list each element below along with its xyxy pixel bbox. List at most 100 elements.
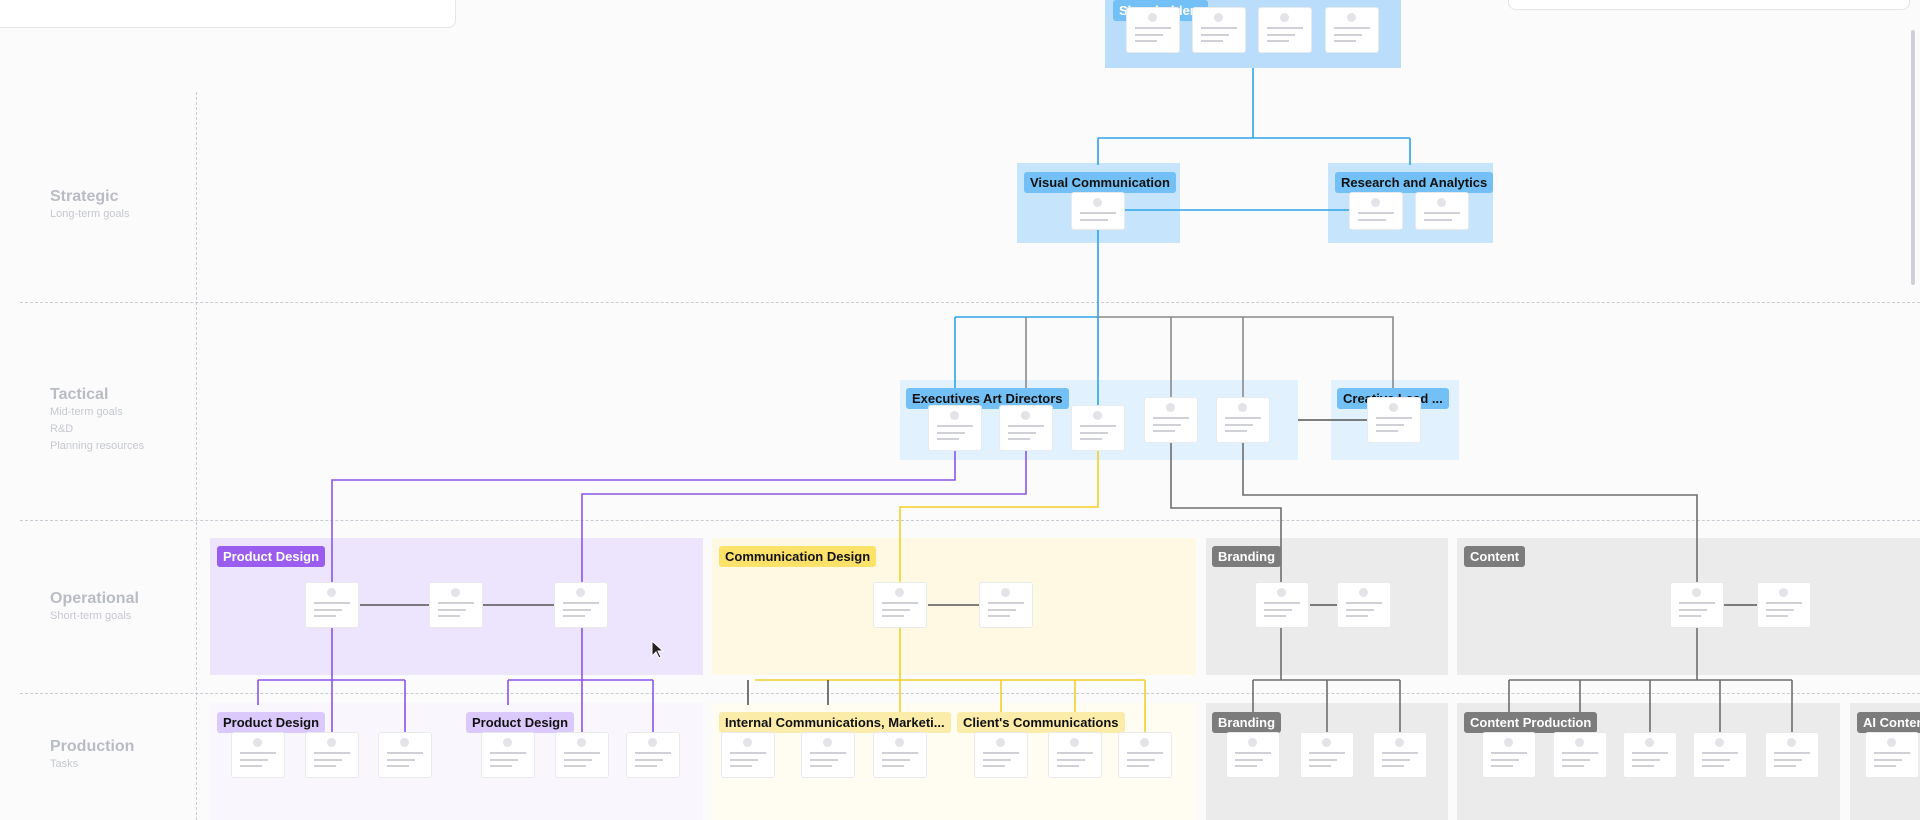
- person-card[interactable]: [1227, 733, 1279, 777]
- person-card[interactable]: [1217, 398, 1269, 442]
- person-card[interactable]: [722, 733, 774, 777]
- tag-clients-communications[interactable]: Client's Communications: [957, 712, 1125, 733]
- tag-executives[interactable]: Executives Art Directors: [906, 388, 1069, 409]
- level-production: Production Tasks: [50, 738, 134, 773]
- avatar-placeholder-icon: [1504, 738, 1513, 747]
- person-card[interactable]: [1483, 733, 1535, 777]
- person-card[interactable]: [1350, 193, 1402, 229]
- connector-line: [1508, 679, 1793, 735]
- tag-branding[interactable]: Branding: [1212, 546, 1282, 567]
- person-card[interactable]: [980, 583, 1032, 627]
- tag-research-analytics[interactable]: Research and Analytics: [1335, 172, 1494, 193]
- person-card[interactable]: [1374, 733, 1426, 777]
- avatar-placeholder-icon: [1280, 13, 1289, 22]
- avatar-placeholder-icon: [1248, 738, 1257, 747]
- tag-communication-design[interactable]: Communication Design: [719, 546, 877, 567]
- avatar-placeholder-icon: [1093, 198, 1102, 207]
- connector-line: [581, 440, 1027, 740]
- person-card[interactable]: [232, 733, 284, 777]
- avatar-placeholder-icon: [1715, 738, 1724, 747]
- person-card[interactable]: [874, 733, 926, 777]
- level-title: Strategic: [50, 188, 119, 205]
- tag-prod-product-design-b[interactable]: Product Design: [466, 712, 575, 733]
- person-card[interactable]: [1256, 583, 1308, 627]
- person-card[interactable]: [1338, 583, 1390, 627]
- person-card[interactable]: [1119, 733, 1171, 777]
- avatar-placeholder-icon: [1277, 588, 1286, 597]
- tag-content-production[interactable]: Content Production: [1464, 712, 1598, 733]
- avatar-placeholder-icon: [576, 588, 585, 597]
- person-card[interactable]: [1554, 733, 1606, 777]
- connector-line: [1252, 679, 1401, 735]
- person-card[interactable]: [627, 733, 679, 777]
- person-card[interactable]: [482, 733, 534, 777]
- avatar-placeholder-icon: [1021, 411, 1030, 420]
- connector-line: [331, 440, 956, 740]
- person-card[interactable]: [1624, 733, 1676, 777]
- avatar-placeholder-icon: [648, 738, 657, 747]
- person-card[interactable]: [1694, 733, 1746, 777]
- tag-internal-communications[interactable]: Internal Communications, Marketi...: [719, 712, 951, 733]
- person-card[interactable]: [1301, 733, 1353, 777]
- avatar-placeholder-icon: [503, 738, 512, 747]
- person-card[interactable]: [430, 583, 482, 627]
- person-card[interactable]: [1758, 583, 1810, 627]
- avatar-placeholder-icon: [1779, 588, 1788, 597]
- avatar-placeholder-icon: [1371, 198, 1380, 207]
- person-card[interactable]: [1193, 8, 1245, 52]
- person-card[interactable]: [1127, 8, 1179, 52]
- person-card[interactable]: [929, 406, 981, 450]
- level-desc: Planning resources: [50, 440, 145, 452]
- tag-prod-product-design-a[interactable]: Product Design: [217, 712, 326, 733]
- person-card[interactable]: [379, 733, 431, 777]
- avatar-placeholder-icon: [451, 588, 460, 597]
- avatar-placeholder-icon: [253, 738, 262, 747]
- person-card[interactable]: [874, 583, 926, 627]
- avatar-placeholder-icon: [743, 738, 752, 747]
- avatar-placeholder-icon: [1389, 403, 1398, 412]
- person-card[interactable]: [1326, 8, 1378, 52]
- avatar-placeholder-icon: [1787, 738, 1796, 747]
- tag-ai-content[interactable]: AI Conten: [1857, 712, 1920, 733]
- person-card[interactable]: [556, 733, 608, 777]
- level-desc: R&D: [50, 423, 74, 435]
- person-card[interactable]: [1766, 733, 1818, 777]
- person-card[interactable]: [1866, 733, 1918, 777]
- person-card[interactable]: [1000, 406, 1052, 450]
- tag-visual-communication[interactable]: Visual Communication: [1024, 172, 1176, 193]
- level-title: Production: [50, 738, 135, 755]
- person-card[interactable]: [975, 733, 1027, 777]
- person-card[interactable]: [1416, 193, 1468, 229]
- level-divider-2: [20, 520, 1920, 521]
- person-card[interactable]: [306, 733, 358, 777]
- person-card[interactable]: [1145, 398, 1197, 442]
- person-card[interactable]: [1671, 583, 1723, 627]
- avatar-placeholder-icon: [1359, 588, 1368, 597]
- person-card[interactable]: [1072, 406, 1124, 450]
- tag-product-design[interactable]: Product Design: [217, 546, 326, 567]
- avatar-placeholder-icon: [1437, 198, 1446, 207]
- avatar-placeholder-icon: [895, 738, 904, 747]
- avatar-placeholder-icon: [1395, 738, 1404, 747]
- person-card[interactable]: [802, 733, 854, 777]
- person-card[interactable]: [1259, 8, 1311, 52]
- avatar-placeholder-icon: [996, 738, 1005, 747]
- person-card[interactable]: [1368, 398, 1420, 442]
- tag-content[interactable]: Content: [1464, 546, 1526, 567]
- avatar-placeholder-icon: [1093, 411, 1102, 420]
- person-card[interactable]: [1049, 733, 1101, 777]
- avatar-placeholder-icon: [1575, 738, 1584, 747]
- person-card[interactable]: [1072, 193, 1124, 229]
- level-title: Tactical: [50, 386, 109, 403]
- avatar-placeholder-icon: [1692, 588, 1701, 597]
- avatar-placeholder-icon: [895, 588, 904, 597]
- tag-prod-branding[interactable]: Branding: [1212, 712, 1282, 733]
- connector-line: [257, 679, 654, 740]
- avatar-placeholder-icon: [1214, 13, 1223, 22]
- person-card[interactable]: [306, 583, 358, 627]
- vertical-scrollbar[interactable]: [1911, 30, 1915, 285]
- person-card[interactable]: [555, 583, 607, 627]
- level-strategic: Strategic Long-term goals: [50, 188, 130, 223]
- level-desc: Tasks: [50, 758, 79, 770]
